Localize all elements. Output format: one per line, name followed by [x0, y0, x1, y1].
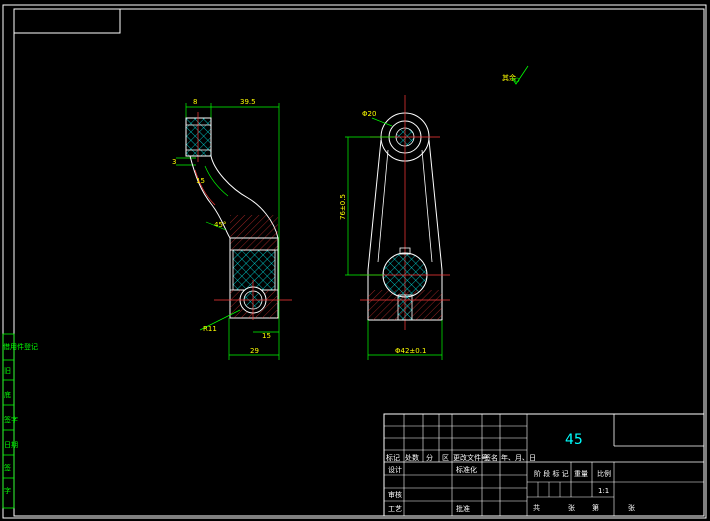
strip-label-5: 签 [4, 463, 11, 472]
roughness-note: 其余 [502, 65, 529, 85]
title-block: 45 标记 处数 分 区 更改文件号 签名 年、月、日 设计 标准化 审核 工艺… [383, 413, 705, 517]
front-view: Φ20 76±0.5 Φ42±0.1 [339, 95, 450, 360]
strip-label-3: 签字 [4, 415, 18, 424]
strip-label-6: 字 [4, 486, 11, 495]
tb-row-label-3: 区 [442, 454, 449, 462]
side-view: 8 39.5 3 15 45° 29 15 [172, 98, 292, 360]
dim-top-width: 39.5 [240, 98, 256, 106]
dim-bottom-radius: R11 [203, 325, 217, 333]
strip-label-4: 日期 [4, 441, 18, 449]
tb-stage: 阶 段 标 记 [534, 469, 569, 478]
strip-label-1: 旧 [4, 367, 11, 375]
strip-label-2: 底 [4, 390, 11, 399]
tb-sheet: 张 [568, 503, 575, 512]
dim-angle: 45° [214, 221, 226, 229]
left-registration-strip: 借用件登记 旧 底 签字 日期 签 字 [2, 333, 38, 509]
tb-scale-value: 1:1 [598, 487, 609, 495]
tb-row-label-1: 处数 [405, 453, 419, 462]
tb-review: 审核 [388, 490, 402, 499]
tb-row-label-5: 签名 [484, 453, 498, 462]
tb-standardization: 标准化 [456, 465, 477, 474]
dim-left-edge: 3 [172, 158, 176, 166]
tb-page: 第 [592, 503, 599, 512]
tb-design: 设计 [388, 465, 402, 474]
tb-row-label-6: 年、月、日 [501, 453, 536, 462]
sheet-frame [2, 4, 707, 519]
dim-center-distance: 76±0.5 [339, 194, 347, 220]
roughness-text: 其余 [502, 73, 516, 82]
strip-label-0: 借用件登记 [3, 342, 38, 351]
dim-bottom-small: 15 [262, 332, 271, 340]
tb-approve: 批准 [456, 504, 470, 513]
dim-bottom-width: 29 [250, 347, 259, 355]
tb-process: 工艺 [388, 505, 402, 513]
tb-weight: 重量 [574, 470, 588, 478]
tb-page-suffix: 张 [628, 503, 635, 512]
material-text: 45 [565, 432, 583, 448]
tb-row-label-4: 更改文件号 [453, 453, 488, 462]
tb-scale: 比例 [597, 469, 611, 478]
dim-hole-dia: Φ20 [362, 110, 376, 118]
tb-row-label-2: 分 [426, 453, 433, 462]
tb-total: 共 [533, 503, 540, 512]
dim-phi: 15 [196, 177, 205, 185]
dim-base-width: Φ42±0.1 [395, 347, 426, 355]
dim-top-small: 8 [193, 98, 197, 106]
tb-row-label-0: 标记 [386, 453, 400, 462]
